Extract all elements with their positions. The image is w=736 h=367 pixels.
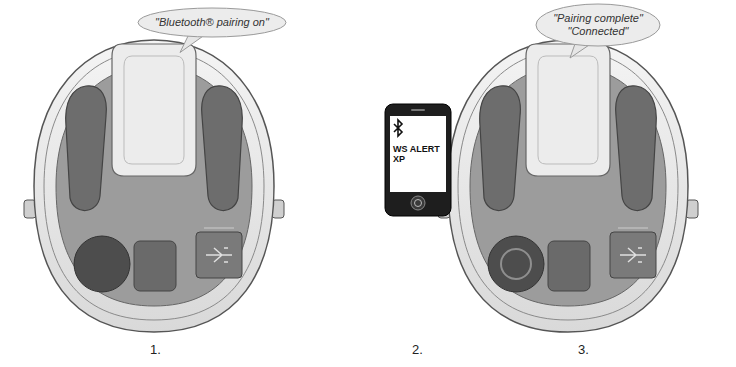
voice-prompt: "Connected" [536, 25, 660, 38]
step-number: 1. [150, 342, 161, 357]
step-number: 2. [412, 342, 423, 357]
phone-screen: WS ALERT XP [385, 104, 451, 216]
device-name: WS ALERT XP [393, 144, 443, 164]
voice-prompt: "Pairing complete" [536, 12, 660, 25]
step-number: 3. [578, 342, 589, 357]
speech-bubble: "Pairing complete""Connected" [536, 4, 660, 46]
speech-bubble: "Bluetooth® pairing on" [138, 8, 286, 37]
voice-prompt: "Bluetooth® pairing on" [138, 16, 286, 29]
